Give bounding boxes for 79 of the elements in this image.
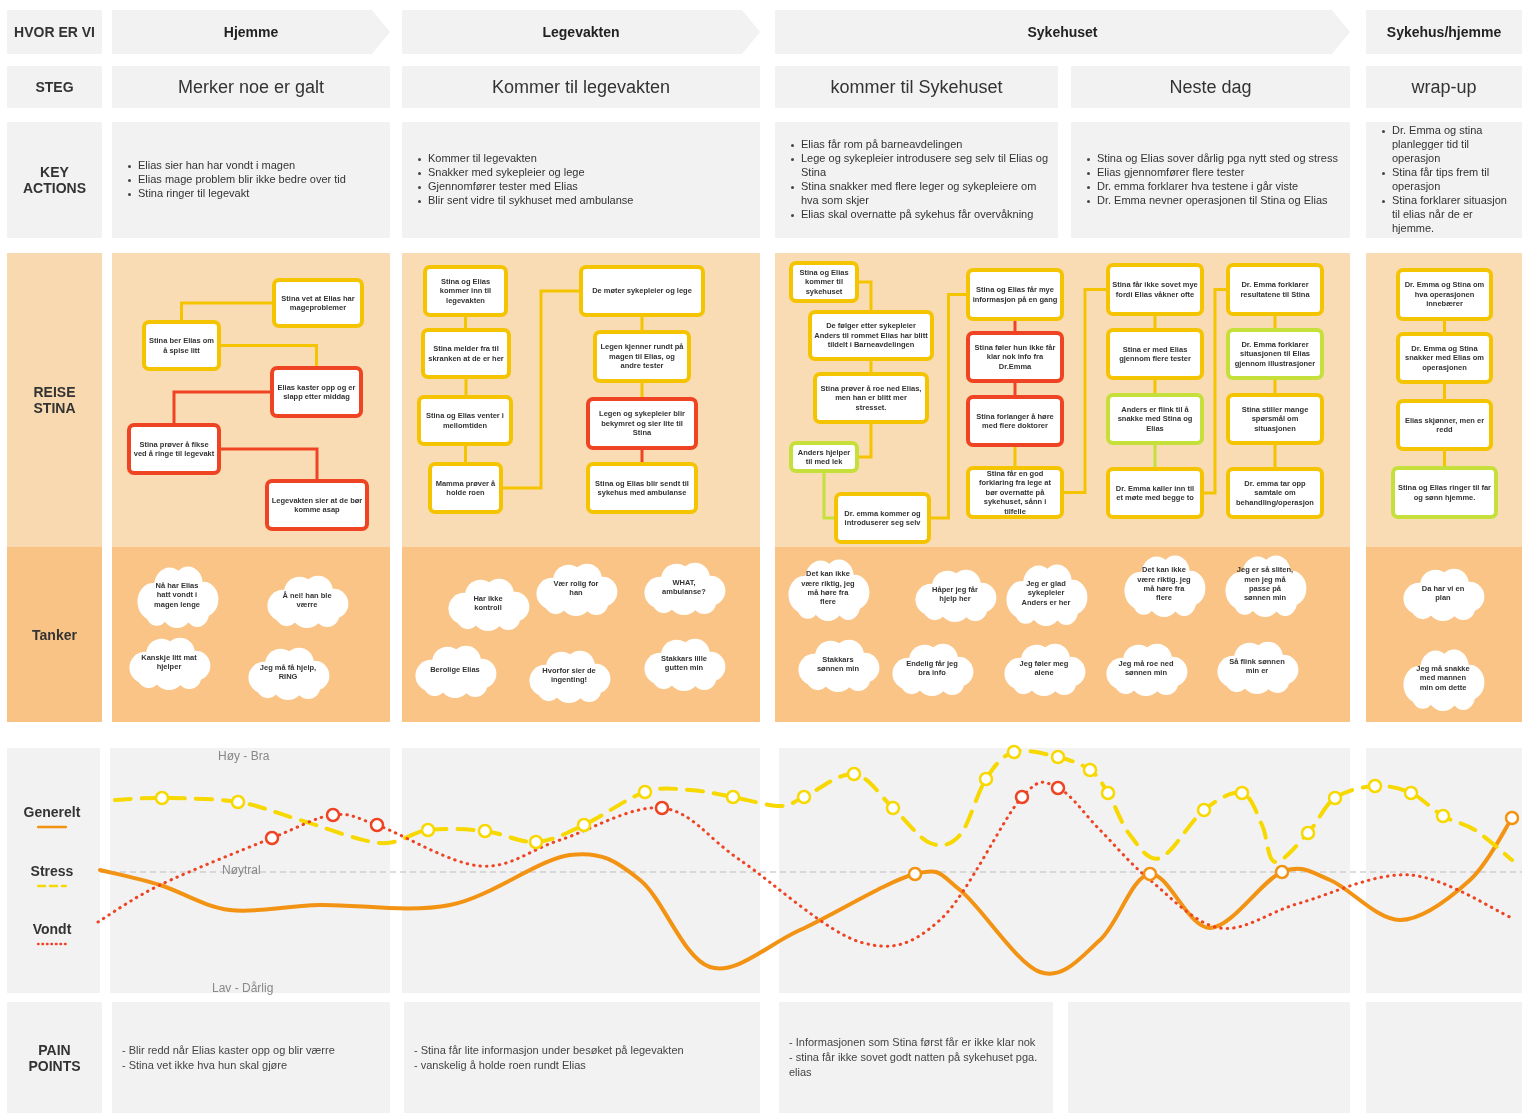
connector-line bbox=[1273, 445, 1277, 467]
connector-line bbox=[1013, 447, 1017, 466]
legend-label: Generelt bbox=[22, 804, 82, 820]
key-actions-panel bbox=[1071, 122, 1350, 238]
step-header: Merker noe er galt bbox=[112, 66, 390, 108]
pain-point-text: - Stina vet ikke hva hun skal gjøre bbox=[122, 1057, 289, 1073]
bullet-text: Elias mage problem blir ikke bedre over tid bbox=[138, 173, 346, 185]
connector-line bbox=[1153, 316, 1157, 328]
connector-line bbox=[221, 447, 319, 479]
phase-header: Sykehus/hjemme bbox=[1366, 10, 1522, 54]
bullet-text: Dr. emma forklarer hva testene i går viste bbox=[1097, 180, 1299, 192]
pain-point-text: - vanskelig å holde roen rundt Elias bbox=[414, 1057, 587, 1073]
bullet-text: Stina ringer til legevakt bbox=[138, 187, 250, 199]
connector-line bbox=[1273, 316, 1277, 328]
connector-line bbox=[869, 361, 873, 372]
row-header: STEG bbox=[7, 66, 102, 108]
connector-line bbox=[1273, 380, 1277, 393]
bullet-text: Elias gjennomfører flere tester bbox=[1097, 166, 1245, 179]
bullet-text: Dr. Emma nevner operasjonen til Stina og Elias bbox=[1097, 193, 1328, 206]
step-header: Neste dag bbox=[1071, 66, 1350, 108]
legend-label: Vondt bbox=[31, 921, 73, 937]
connector-line bbox=[464, 446, 467, 462]
step-header: wrap-up bbox=[1366, 66, 1522, 108]
key-actions-panel bbox=[775, 122, 1058, 238]
connector-line bbox=[640, 383, 644, 397]
row-header: Tanker bbox=[7, 547, 102, 722]
connector-line bbox=[1153, 380, 1157, 393]
connector-line bbox=[1153, 445, 1157, 467]
row-header: KEY ACTIONS bbox=[7, 122, 102, 238]
bullet-text: Blir sent vidre til sykhuset med ambulanse bbox=[428, 193, 634, 206]
connector-line bbox=[640, 450, 644, 462]
row-header: HVOR ER VI bbox=[7, 10, 102, 54]
pain-point-text: - stina får ikke sovet godt natten på sykehuset pga. elias bbox=[789, 1050, 1039, 1080]
phase-header: Sykehuset bbox=[775, 10, 1350, 54]
connector-line bbox=[464, 379, 468, 395]
bullet-text: Elias skal overnatte på sykehus får overvåkning bbox=[801, 207, 1034, 220]
connector-line bbox=[1013, 321, 1017, 331]
bullet-text: Stina får tips frem til operasjon bbox=[1392, 166, 1490, 192]
bullet-text: Lege og sykepleier introdusere seg selv til Elias og Stina bbox=[801, 152, 1049, 179]
bullet-text: Elias får rom på barneavdelingen bbox=[801, 138, 963, 151]
axis-label: Høy - Bra bbox=[218, 749, 270, 763]
connector-line bbox=[1064, 288, 1106, 494]
bullet-text: Stina og Elias sover dårlig pga nytt sted og stress bbox=[1097, 152, 1338, 165]
connector-line bbox=[640, 317, 644, 330]
bullet-text: Snakker med sykepleier og lege bbox=[428, 166, 585, 179]
row-header: REISE STINA bbox=[7, 253, 102, 547]
key-actions-panel bbox=[402, 122, 760, 238]
pain-point-text: - Blir redd når Elias kaster opp og blir værre bbox=[122, 1042, 336, 1058]
row-header: PAIN POINTS bbox=[7, 1002, 102, 1113]
key-actions-panel bbox=[112, 122, 390, 238]
bullet-text: Stina snakker med flere leger og sykepleiere om hva som skjer bbox=[801, 180, 1037, 206]
connector-line bbox=[1443, 384, 1446, 399]
step-header: Kommer til legevakten bbox=[402, 66, 760, 108]
axis-label: Nøytral bbox=[222, 863, 261, 877]
connector-line bbox=[1443, 451, 1446, 466]
connector-line bbox=[859, 424, 873, 459]
bullet-text: Dr. Emma og stina planlegger tid til operasjon bbox=[1392, 124, 1483, 165]
key-actions-panel bbox=[1366, 122, 1522, 238]
bullet-text: Elias sier han har vondt i magen bbox=[138, 159, 296, 172]
phase-header: Hjemme bbox=[112, 10, 390, 54]
connector-line bbox=[931, 293, 966, 520]
legend-label: Stress bbox=[29, 863, 75, 879]
connector-line bbox=[859, 280, 873, 310]
pain-point-text: - Informasjonen som Stina først får er ikke klar nok bbox=[789, 1035, 1037, 1051]
bullet-text: Gjennomfører tester med Elias bbox=[428, 180, 578, 192]
step-header: kommer til Sykehuset bbox=[775, 66, 1058, 108]
bullet-text: Stina forklarer situasjon til elias når de er hjemme. bbox=[1392, 193, 1507, 234]
connector-line bbox=[503, 289, 579, 490]
pain-point-text: - Stina får lite informasjon under besøket på legevakten bbox=[414, 1042, 685, 1058]
connector-line bbox=[221, 344, 318, 366]
connector-line bbox=[172, 390, 270, 423]
bullet-text: Kommer til legevakten bbox=[428, 152, 537, 165]
connector-line bbox=[1204, 288, 1226, 495]
connector-line bbox=[464, 317, 467, 328]
connector-line bbox=[1013, 383, 1017, 395]
connector-line bbox=[1443, 321, 1446, 332]
phase-header: Legevakten bbox=[402, 10, 760, 54]
connector-line bbox=[180, 301, 272, 320]
connector-line bbox=[822, 473, 834, 520]
